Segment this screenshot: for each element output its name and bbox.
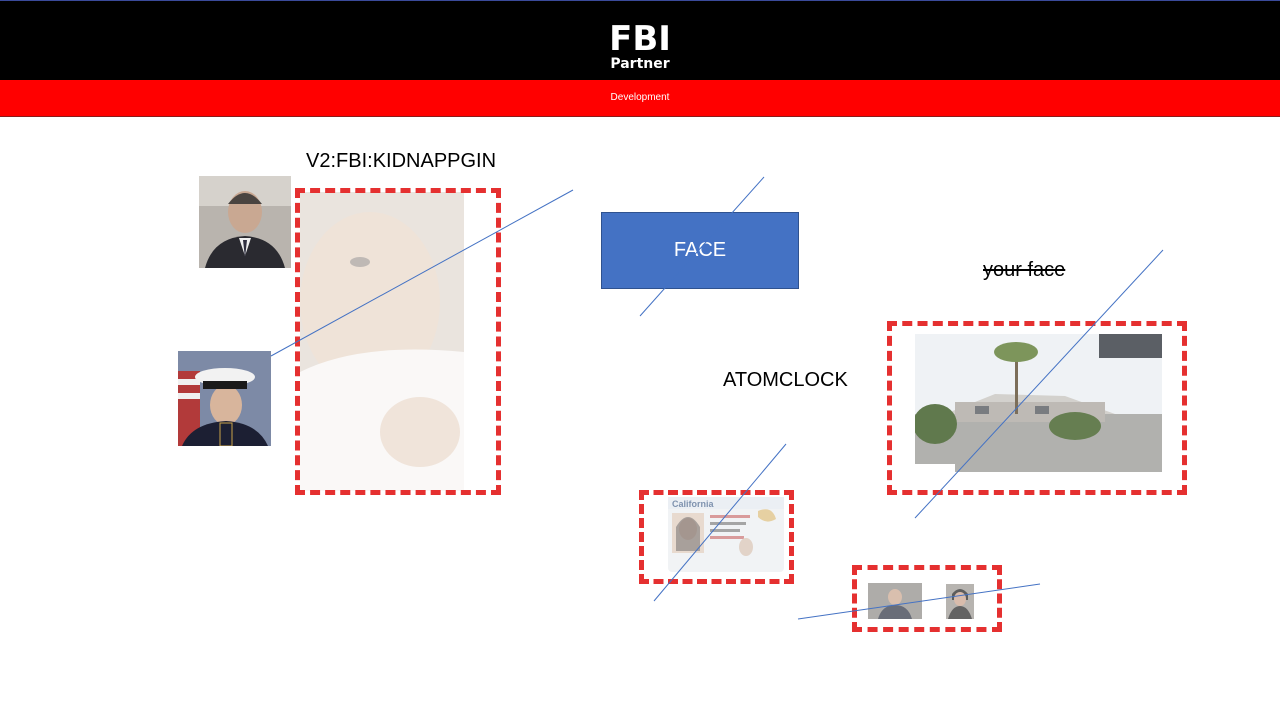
header-bar: [0, 0, 1280, 80]
dashed-frame-baby: [295, 188, 501, 495]
page-subtitle: Partner: [610, 56, 670, 72]
atomclock-label: ATOMCLOCK: [723, 369, 848, 391]
face-button[interactable]: FACE: [601, 212, 799, 289]
portrait-suit-photo: [199, 176, 291, 268]
sub-header-bar: [0, 80, 1280, 117]
dashed-frame-license: [639, 490, 794, 584]
kidnapping-label: V2:FBI:KIDNAPPGIN: [306, 150, 497, 172]
sub-header-label: Development: [610, 92, 670, 103]
marine-dress-uniform-photo: [178, 351, 271, 446]
page-title: FBI: [609, 19, 671, 59]
your-face-label: your face: [983, 259, 1066, 281]
dashed-frame-street: [887, 321, 1187, 495]
dashed-frame-thumbnails: [852, 565, 1002, 632]
